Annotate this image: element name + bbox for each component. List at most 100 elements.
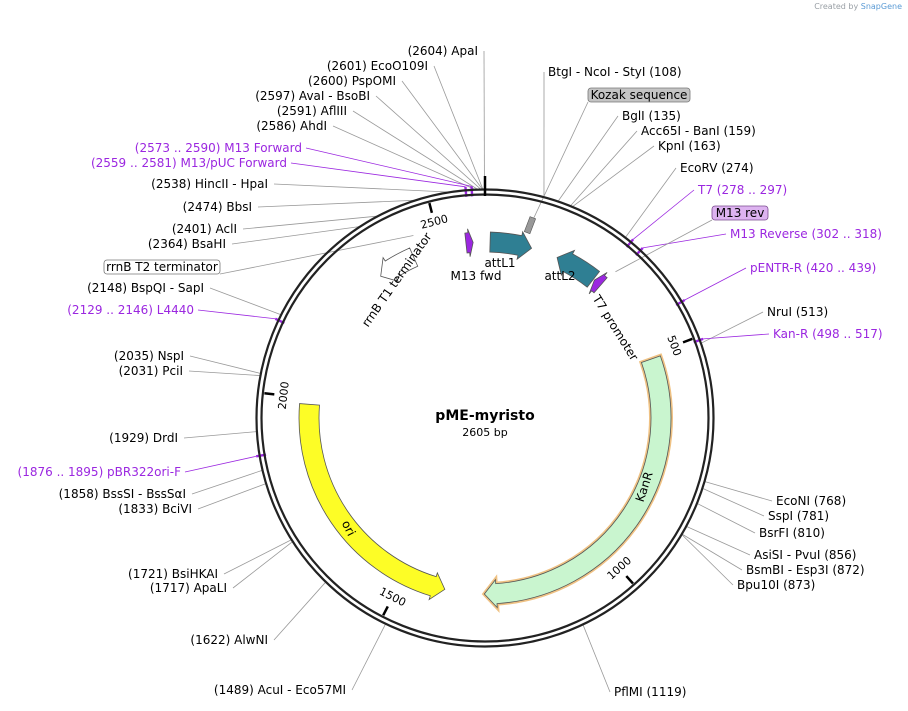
snapgene-credit: Created by SnapGene bbox=[814, 2, 902, 11]
enzyme-leader bbox=[183, 431, 257, 439]
tick-1000 bbox=[625, 575, 634, 585]
enzyme-label-bsssi-bsssai[interactable]: (1858) BssSI - BssSαI bbox=[59, 487, 186, 501]
credit-prefix: Created by bbox=[814, 2, 859, 11]
enzyme-leader bbox=[242, 215, 377, 230]
enzyme-label-btgi-ncoi-styi[interactable]: BtgI - NcoI - StyI (108) bbox=[548, 65, 682, 79]
enzyme-leader bbox=[191, 470, 263, 495]
feature-attl1[interactable] bbox=[489, 230, 533, 261]
enzyme-label-nspi[interactable]: (2035) NspI bbox=[114, 349, 184, 363]
primer-leader bbox=[305, 147, 472, 187]
enzyme-label-bbsi[interactable]: (2474) BbsI bbox=[183, 200, 252, 214]
enzyme-label-acli[interactable]: (2401) AclI bbox=[172, 222, 237, 236]
enzyme-leader bbox=[375, 95, 481, 190]
enzyme-label-alwni[interactable]: (1622) AlwNI bbox=[190, 633, 268, 647]
enzyme-leader bbox=[188, 370, 260, 376]
feature-m13-fwd[interactable] bbox=[464, 228, 474, 257]
enzyme-label-asisi-pvui[interactable]: AsiSI - PvuI (856) bbox=[754, 548, 856, 562]
boxed-leader bbox=[529, 101, 589, 228]
enzyme-label-pspomi[interactable]: (2600) PspOMI bbox=[308, 74, 396, 88]
enzyme-label-drdi[interactable]: (1929) DrdI bbox=[109, 431, 178, 445]
feature-label-rrnb-t1-terminator: rrnB T1 terminator bbox=[359, 230, 435, 330]
enzyme-leader bbox=[189, 355, 261, 374]
enzyme-label-apali[interactable]: (1717) ApaLI bbox=[150, 581, 227, 595]
primer-label-t7[interactable]: T7 (278 .. 297) bbox=[697, 183, 787, 197]
primer-label-kan-r[interactable]: Kan-R (498 .. 517) bbox=[773, 327, 883, 341]
enzyme-label-sspi[interactable]: SspI (781) bbox=[768, 509, 829, 523]
enzyme-label-bspqi-sapi[interactable]: (2148) BspQI - SapI bbox=[87, 281, 204, 295]
boxed-label-bg bbox=[587, 87, 691, 103]
tick-2500 bbox=[428, 202, 434, 214]
tick-500 bbox=[682, 337, 693, 344]
tick-label: 1500 bbox=[377, 585, 408, 609]
plasmid-name: pME-myristo bbox=[435, 408, 535, 424]
enzyme-leader bbox=[351, 624, 386, 691]
enzyme-leader bbox=[273, 582, 326, 641]
primer-label-l4440[interactable]: (2129 .. 2146) L4440 bbox=[67, 303, 194, 317]
primer-label-pentr-r[interactable]: pENTR-R (420 .. 439) bbox=[750, 261, 876, 275]
enzyme-label-acui-eco57mi[interactable]: (1489) AcuI - Eco57MI bbox=[214, 683, 346, 697]
enzyme-label-ahdi[interactable]: (2586) AhdI bbox=[256, 119, 327, 133]
feature-layer bbox=[298, 216, 673, 613]
enzyme-label-pflmi[interactable]: PflMI (1119) bbox=[614, 685, 686, 699]
enzyme-label-nrui[interactable]: NruI (513) bbox=[767, 305, 828, 319]
tick-label: 2500 bbox=[419, 212, 449, 232]
enzyme-leader bbox=[572, 145, 655, 207]
enzyme-leader bbox=[697, 503, 756, 534]
enzyme-label-ecoo109i[interactable]: (2601) EcoO109I bbox=[327, 59, 428, 73]
enzyme-label-bgli[interactable]: BglI (135) bbox=[622, 109, 681, 123]
boxed-label-rrnb-t2-terminator[interactable]: rrnB T2 terminator bbox=[106, 260, 218, 274]
enzyme-leader bbox=[681, 534, 734, 586]
enzyme-leader bbox=[231, 226, 360, 245]
feature-rrnb-t1-terminator[interactable] bbox=[380, 247, 419, 282]
enzyme-label-ecorv[interactable]: EcoRV (274) bbox=[680, 161, 754, 175]
feature-ori[interactable] bbox=[298, 403, 446, 601]
enzyme-label-bpu10i[interactable]: Bpu10I (873) bbox=[737, 578, 815, 592]
enzyme-label-apai[interactable]: (2604) ApaI bbox=[408, 44, 478, 58]
enzyme-leader bbox=[570, 130, 638, 206]
enzyme-label-bsahi[interactable]: (2364) BsaHI bbox=[148, 237, 226, 251]
feature-label-ori: ori bbox=[339, 518, 359, 538]
enzyme-leader bbox=[232, 541, 293, 589]
tick-label: 2000 bbox=[276, 381, 292, 410]
enzyme-label-hincii-hpai[interactable]: (2538) HincII - HpaI bbox=[151, 177, 268, 191]
boxed-leader bbox=[615, 219, 713, 273]
enzyme-leader bbox=[433, 65, 484, 190]
enzyme-label-bcivi[interactable]: (1833) BciVI bbox=[118, 502, 192, 516]
primer-leader bbox=[684, 267, 747, 301]
enzyme-label-bsrfi[interactable]: BsrFI (810) bbox=[759, 526, 825, 540]
boxed-label-m13-rev[interactable]: M13 rev bbox=[716, 206, 765, 220]
primer-leader bbox=[184, 455, 257, 473]
enzyme-leader bbox=[557, 115, 619, 202]
primer-leader bbox=[197, 309, 276, 320]
enzyme-label-econi[interactable]: EcoNI (768) bbox=[776, 494, 846, 508]
feature-label-attl2: attL2 bbox=[544, 269, 575, 283]
enzyme-label-pcii[interactable]: (2031) PciI bbox=[119, 364, 183, 378]
snapgene-logo: SnapGene bbox=[860, 2, 902, 11]
enzyme-leader bbox=[273, 183, 449, 193]
enzyme-leader bbox=[582, 624, 611, 693]
boxed-label-kozak-sequence[interactable]: Kozak sequence bbox=[591, 88, 688, 102]
enzyme-leader bbox=[332, 125, 475, 190]
enzyme-label-kpni[interactable]: KpnI (163) bbox=[658, 139, 721, 153]
feature-kanr[interactable] bbox=[483, 355, 672, 609]
tick-label: 500 bbox=[664, 334, 684, 358]
primer-label-m13-reverse[interactable]: M13 Reverse (302 .. 318) bbox=[730, 227, 882, 241]
feature-attl2[interactable] bbox=[556, 249, 601, 288]
primer-leader bbox=[642, 233, 727, 249]
enzyme-leader bbox=[401, 80, 483, 190]
boxed-leader bbox=[219, 235, 414, 275]
enzyme-label-bsmbi-esp3i[interactable]: BsmBI - Esp3I (872) bbox=[746, 563, 865, 577]
feature-t7-promoter[interactable] bbox=[588, 272, 608, 295]
enzyme-leader bbox=[702, 488, 765, 517]
enzyme-leader bbox=[257, 199, 414, 208]
primer-label-m13-forward[interactable]: (2573 .. 2590) M13 Forward bbox=[135, 141, 302, 155]
enzyme-label-avai-bsobi[interactable]: (2597) AvaI - BsoBI bbox=[255, 89, 370, 103]
enzyme-label-bsihkai[interactable]: (1721) BsiHKAI bbox=[128, 567, 218, 581]
feature-label-t7-promoter: T7 promoter bbox=[589, 292, 641, 363]
primer-label-m13-puc-forward[interactable]: (2559 .. 2581) M13/pUC Forward bbox=[91, 156, 287, 170]
enzyme-label-afliii[interactable]: (2591) AflIII bbox=[277, 104, 347, 118]
primer-label-pbr322ori-f[interactable]: (1876 .. 1895) pBR322ori-F bbox=[18, 465, 182, 479]
enzyme-label-acc65i-bani[interactable]: Acc65I - BanI (159) bbox=[641, 124, 756, 138]
